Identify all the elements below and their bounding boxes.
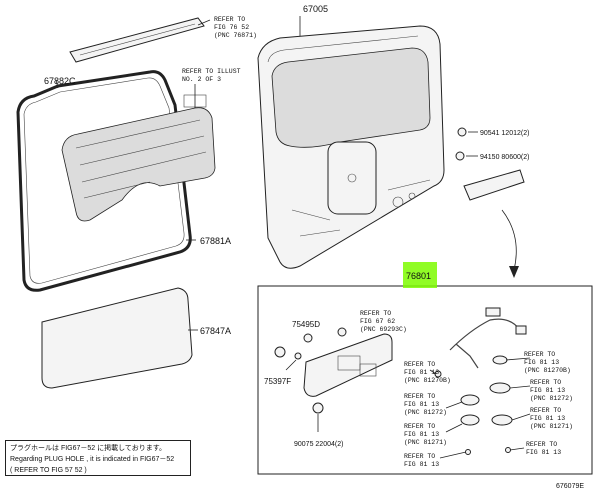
svg-text:REFER TO: REFER TO: [404, 393, 435, 400]
svg-text:REFER TO ILLUST: REFER TO ILLUST: [182, 68, 241, 75]
garnish-strip: [69, 17, 211, 63]
svg-text:(PNC 81272): (PNC 81272): [404, 409, 447, 416]
svg-text:REFER TO: REFER TO: [530, 407, 561, 414]
back-glass: [61, 84, 216, 222]
svg-text:FIG 81 13: FIG 81 13: [530, 387, 565, 394]
label-67881a: 67881A: [200, 236, 231, 246]
note-line-ref: ( REFER TO FIG 57 52 ): [10, 467, 87, 474]
svg-text:REFER TO: REFER TO: [526, 441, 557, 448]
svg-text:REFER TO: REFER TO: [404, 423, 435, 430]
svg-text:FIG 81 13: FIG 81 13: [404, 431, 439, 438]
svg-text:FIG 81 13: FIG 81 13: [530, 415, 565, 422]
ref-right-2: REFER TO FIG 81 13 (PNC 81272): [530, 379, 573, 402]
svg-text:(PNC 81272): (PNC 81272): [530, 395, 573, 402]
ref-right-1: REFER TO FIG 81 13 (PNC 81270B): [524, 351, 571, 374]
label-75495d: 75495D: [292, 320, 320, 329]
svg-text:FIG 81 13: FIG 81 13: [404, 401, 439, 408]
ref-left-4: REFER TO FIG 81 13: [404, 453, 439, 468]
label-67005: 67005: [303, 4, 328, 14]
plug-hole-note: プラグホールは FIG67－52 に掲載しております。 Regarding PL…: [5, 440, 191, 476]
svg-text:FIG 81 13: FIG 81 13: [524, 359, 559, 366]
ref-fig6762: REFER TO FIG 67 62 (PNC 69293C): [360, 310, 407, 333]
svg-text:FIG 67 62: FIG 67 62: [360, 318, 395, 325]
svg-text:FIG 76 52: FIG 76 52: [214, 24, 249, 31]
ref-right-4: REFER TO FIG 81 13: [526, 441, 561, 456]
svg-text:REFER TO: REFER TO: [530, 379, 561, 386]
door-board-67847a: [41, 287, 198, 389]
wire-harness: [449, 307, 527, 369]
label-67882c: 67882C: [44, 76, 76, 86]
weatherstrip-67882c: [16, 70, 196, 292]
ref-left-1: REFER TO FIG 81 13 (PNC 81270B): [404, 361, 451, 384]
label-67847a: 67847A: [200, 326, 231, 336]
highlight-76801: [403, 262, 437, 288]
label-94150: 94150 80600(2): [480, 154, 529, 161]
label-90075: 90075 22004(2): [294, 441, 343, 448]
leader-lines: [429, 357, 531, 459]
ref-left-3: REFER TO FIG 81 13 (PNC 81271): [404, 423, 447, 446]
label-90541: 90541 12012(2): [480, 130, 529, 137]
fasteners: [274, 327, 347, 371]
back-door-panel: [257, 16, 445, 269]
clip-parts: [455, 127, 525, 201]
label-75397f: 75397F: [264, 377, 291, 386]
lamp-sockets: [434, 355, 513, 455]
ref-right-3: REFER TO FIG 81 13 (PNC 81271): [530, 407, 573, 430]
garnish-76801: [303, 333, 393, 432]
ref-top: REFER TO FIG 76 52 (PNC 76871): [214, 16, 257, 39]
svg-text:REFER TO: REFER TO: [214, 16, 245, 23]
svg-text:NO. 2 OF 3: NO. 2 OF 3: [182, 76, 221, 83]
label-76801: 76801: [406, 271, 431, 281]
svg-text:FIG 81 13: FIG 81 13: [404, 461, 439, 468]
svg-text:FIG 81 13: FIG 81 13: [526, 449, 561, 456]
note-line-en: Regarding PLUG HOLE , it is indicated in…: [10, 456, 175, 463]
ref-illust: REFER TO ILLUST NO. 2 OF 3: [182, 68, 241, 83]
note-line-jp: プラグホールは FIG67－52 に掲載しております。: [10, 445, 167, 452]
figure-id: 676079E: [556, 483, 584, 490]
svg-text:REFER TO: REFER TO: [524, 351, 555, 358]
svg-text:REFER TO: REFER TO: [404, 453, 435, 460]
svg-text:(PNC 69293C): (PNC 69293C): [360, 326, 407, 333]
svg-text:FIG 81 13: FIG 81 13: [404, 369, 439, 376]
svg-text:(PNC 81270B): (PNC 81270B): [404, 377, 451, 384]
svg-text:(PNC 81271): (PNC 81271): [530, 423, 573, 430]
detail-arrow: [501, 209, 517, 271]
svg-text:REFER TO: REFER TO: [404, 361, 435, 368]
svg-text:(PNC 76871): (PNC 76871): [214, 32, 257, 39]
svg-text:(PNC 81270B): (PNC 81270B): [524, 367, 571, 374]
svg-text:REFER TO: REFER TO: [360, 310, 391, 317]
ref-left-2: REFER TO FIG 81 13 (PNC 81272): [404, 393, 447, 416]
svg-text:(PNC 81271): (PNC 81271): [404, 439, 447, 446]
